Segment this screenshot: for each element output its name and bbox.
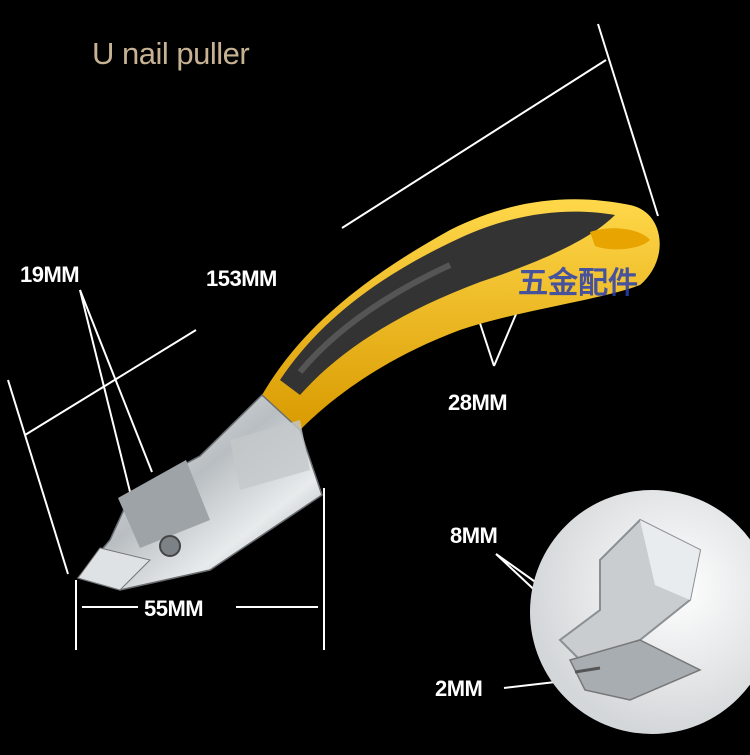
tip-closeup-inset	[530, 490, 750, 734]
watermark-text: 五金配件	[518, 266, 638, 301]
dimension-label-2mm: 2MM	[435, 676, 483, 701]
dimension-label-28mm: 28MM	[448, 390, 508, 415]
dimension-label-55mm: 55MM	[144, 596, 204, 621]
dimension-label-8mm: 8MM	[450, 523, 498, 548]
dimension-label-153mm: 153MM	[206, 266, 277, 291]
dimension-label-19mm: 19MM	[20, 262, 80, 287]
rivet	[159, 535, 181, 557]
metal-jaw	[76, 393, 323, 591]
product-title: U nail puller	[92, 36, 250, 71]
handle	[262, 199, 660, 430]
